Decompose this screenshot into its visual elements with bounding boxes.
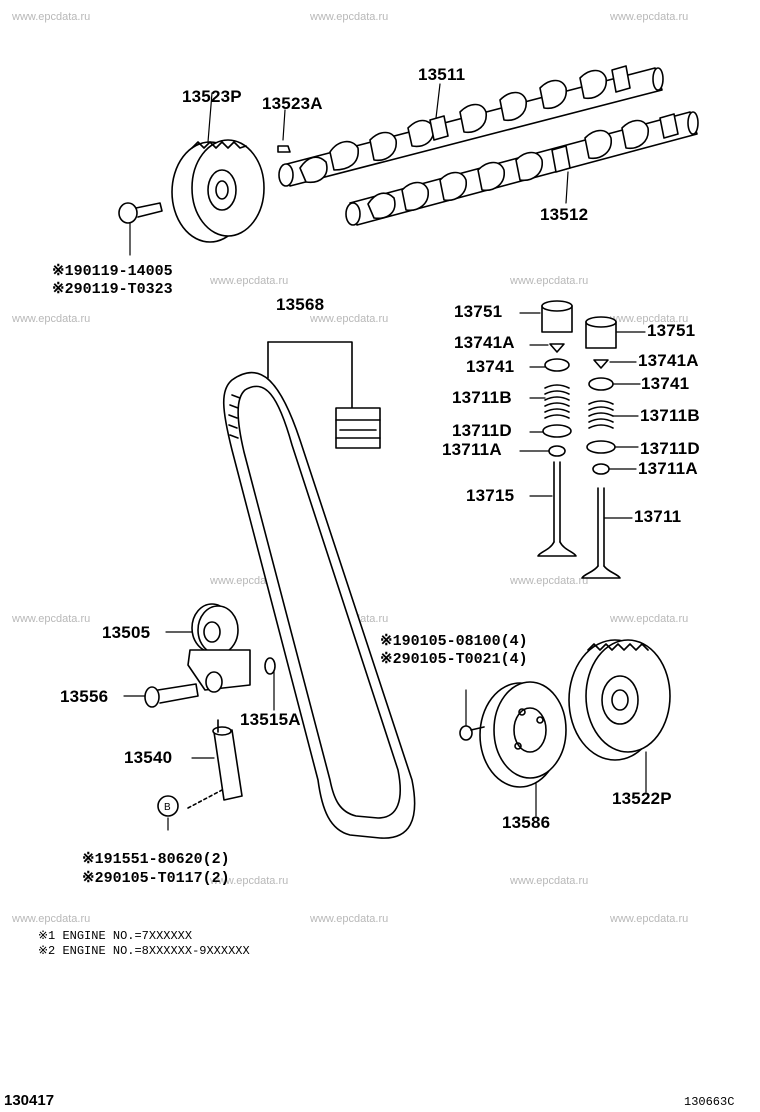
label-13741-left: 13741 [466,357,515,376]
watermark: www.epcdata.ru [310,11,389,23]
key-13523A[interactable] [277,145,291,153]
diagram-code-right: 130663C [684,1095,735,1109]
tensioner-damper-13540[interactable] [187,719,243,809]
valve-parts-right[interactable] [581,316,621,579]
label-13711B-left: 13711B [452,388,512,407]
label-13741A-left: 13741A [454,333,515,352]
timing-belt-13568[interactable] [222,371,416,839]
crankshaft-timing-pulley-13522P[interactable] [568,639,671,761]
watermark: www.epcdata.ru [610,11,689,23]
watermark: www.epcdata.ru [310,913,389,925]
watermark: www.epcdata.ru [12,313,91,325]
label-13586: 13586 [502,813,551,832]
label-13523A: 13523A [262,94,323,113]
diagram-code-left: 130417 [4,1092,55,1109]
watermark: www.epcdata.ru [210,875,289,887]
note-tensioner-bolt-1: ※191551-80620(2) [82,851,230,868]
label-13751-right: 13751 [647,321,696,340]
note-cam-bolt-1: ※190119-14005 [52,263,173,280]
label-13511: 13511 [418,65,466,84]
camshaft-bolt[interactable] [118,202,163,224]
leader-lines [123,83,647,831]
watermark: www.epcdata.ru [610,313,689,325]
label-13741A-right: 13741A [638,351,699,370]
note-cam-bolt-2: ※290119-T0323 [52,281,173,298]
tensioner-pulley-13505[interactable] [187,603,251,693]
pulley-bolt[interactable] [459,725,485,741]
watermark: www.epcdata.ru [12,11,91,23]
watermark: www.epcdata.ru [12,613,91,625]
label-13711D-right: 13711D [640,439,700,458]
camshaft-13511[interactable] [278,65,664,187]
camshaft-13512[interactable] [345,111,699,226]
label-13515A: 13515A [240,710,301,729]
label-13711: 13711 [634,507,682,526]
note-tensioner-bolt-2: ※290105-T0117(2) [82,870,230,887]
washer-13515A[interactable] [264,657,276,675]
watermark: www.epcdata.ru [210,275,289,287]
label-13540: 13540 [124,748,173,767]
label-13711B-right: 13711B [640,406,700,425]
watermark: www.epcdata.ru [12,913,91,925]
watermark: www.epcdata.ru [310,313,389,325]
bolt-circle-B[interactable]: B [157,795,179,817]
label-13715: 13715 [466,486,515,505]
camshaft-pulley-13523P[interactable] [171,139,265,243]
watermark: www.epcdata.ru [510,875,589,887]
label-13523P: 13523P [182,87,242,106]
watermark: www.epcdata.ru [210,575,289,587]
footnote-2: ※2 ENGINE NO.=8XXXXXX-9XXXXXX [38,944,250,958]
footnote-1: ※1 ENGINE NO.=7XXXXXX [38,929,193,943]
watermark: www.epcdata.ru [610,613,689,625]
label-13568: 13568 [276,295,325,314]
label-13556: 13556 [60,687,109,706]
watermark: www.epcdata.ru [610,913,689,925]
label-13505: 13505 [102,623,151,642]
label-13522P: 13522P [612,789,672,808]
crankshaft-pulley-13586[interactable] [479,681,567,788]
watermark: www.epcdata.ru [510,275,589,287]
watermark: www.epcdata.ru [510,575,589,587]
label-13711D-left: 13711D [452,421,512,440]
label-13751-left: 13751 [454,302,503,321]
bolt-13556[interactable] [144,683,199,708]
label-13711A-left: 13711A [442,440,502,459]
belt-section-inset [267,341,381,449]
note-pulley-bolt-1: ※190105-08100(4) [380,633,528,650]
note-pulley-bolt-2: ※290105-T0021(4) [380,651,528,668]
valve-parts-left[interactable] [537,300,577,557]
label-13512: 13512 [540,205,589,224]
label-13711A-right: 13711A [638,459,698,478]
label-13741-right: 13741 [641,374,690,393]
svg-text:B: B [164,802,171,813]
